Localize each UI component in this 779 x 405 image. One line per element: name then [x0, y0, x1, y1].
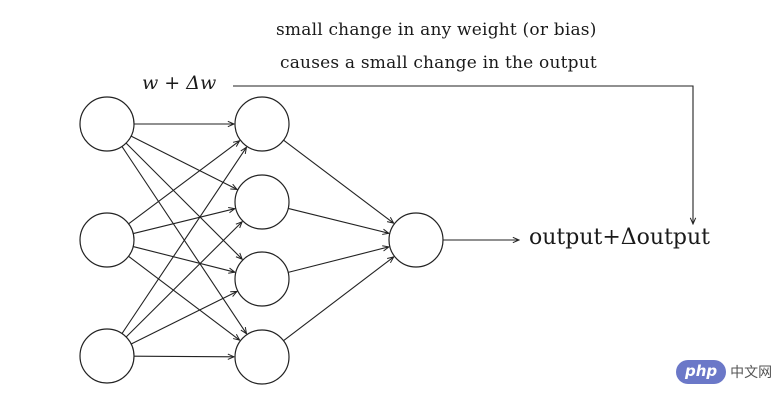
edge-l0-0-to-1 — [130, 135, 237, 189]
edge-l0-2-to-1 — [125, 222, 242, 338]
edge-l0-2-to-2 — [130, 291, 237, 345]
feedback-connector — [233, 85, 693, 224]
edge-l0-1-to-1 — [133, 209, 235, 235]
annotation-line-2: causes a small change in the output — [280, 53, 597, 73]
edge-l1-2-to-0 — [288, 247, 389, 273]
edge-l1-0-to-0 — [283, 139, 394, 223]
output-label: output+Δoutput — [529, 225, 711, 250]
hidden-neuron-3 — [234, 251, 290, 307]
edge-l0-2-to-0 — [121, 147, 246, 334]
watermark-text: 中文网 — [730, 365, 773, 381]
edge-l0-1-to-3 — [128, 255, 240, 340]
edge-l0-2-to-3 — [133, 356, 234, 357]
edge-l1-1-to-0 — [288, 207, 389, 233]
input-neuron-2 — [79, 212, 135, 268]
weight-label: w + Δw — [142, 72, 217, 94]
hidden-neuron-2 — [234, 174, 290, 230]
edge-l1-3-to-0 — [283, 257, 393, 342]
edge-l0-1-to-2 — [133, 246, 235, 273]
watermark-badge: php — [676, 360, 727, 384]
annotation-line-1: small change in any weight (or bias) — [276, 20, 597, 40]
edge-l0-1-to-0 — [128, 141, 240, 225]
hidden-neuron-4 — [234, 329, 290, 385]
input-neuron-1 — [79, 96, 135, 152]
output-neuron-1 — [388, 212, 444, 268]
hidden-neuron-1 — [234, 96, 290, 152]
watermark: php 中文网 — [676, 360, 772, 384]
input-neuron-3 — [79, 328, 135, 384]
edge-l0-0-to-2 — [125, 142, 242, 259]
